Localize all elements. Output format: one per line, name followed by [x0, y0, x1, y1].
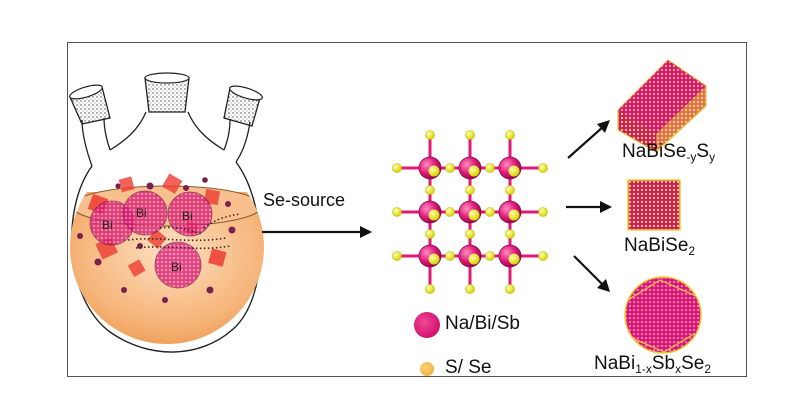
- reaction-arrow: [262, 226, 372, 238]
- bi-label-4: Bi: [171, 260, 182, 274]
- flask-neck-left: [69, 84, 111, 167]
- chalcogen-atom: [538, 251, 548, 261]
- nanocrystal-plate: [627, 179, 681, 231]
- chalcogen-atom: [392, 207, 402, 217]
- chalcogen-atom: [465, 284, 475, 294]
- chalcogen-atom: [425, 130, 435, 140]
- chalcogen-atom: [505, 284, 515, 294]
- bi-label-3: Bi: [182, 209, 193, 223]
- chalcogen-atom: [465, 185, 475, 195]
- chalcogen-atom: [505, 185, 515, 195]
- chalcogen-atom: [505, 130, 515, 140]
- chalcogen-atom: [392, 251, 402, 261]
- chalcogen-atom: [425, 284, 435, 294]
- chalcogen-atom: [505, 229, 515, 239]
- legend-label-chalcogen: S/ Se: [445, 357, 492, 378]
- chalcogen-atom: [445, 251, 455, 261]
- chalcogen-atom: [468, 253, 480, 265]
- precursor-atoms: [77, 177, 236, 303]
- legend-marker-chalcogen: [420, 362, 434, 376]
- chalcogen-atom: [538, 207, 548, 217]
- chalcogen-atom: [428, 253, 440, 265]
- bi-particles: Bi Bi Bi Bi: [89, 190, 213, 289]
- product-arrow-middle: [566, 201, 612, 213]
- chalcogen-atom: [485, 207, 495, 217]
- bi-label-1: Bi: [102, 218, 113, 232]
- chalcogen-atom: [508, 253, 520, 265]
- chalcogen-atom: [508, 165, 520, 177]
- chalcogen-atom: [538, 163, 548, 173]
- product-arrow-top: [567, 120, 610, 159]
- chalcogen-atom: [445, 207, 455, 217]
- crystal-lattice: [392, 130, 548, 294]
- chalcogen-atom: [485, 251, 495, 261]
- legend-marker-metal: [414, 312, 440, 338]
- chalcogen-atom: [392, 163, 402, 173]
- chalcogen-atom: [485, 163, 495, 173]
- solution-streaks: [127, 213, 241, 250]
- chalcogen-atom: [425, 229, 435, 239]
- nanocrystal-rod: [617, 59, 707, 153]
- chalcogen-atom: [425, 185, 435, 195]
- flask-neck-right: [223, 85, 263, 163]
- product-arrow-bottom: [573, 255, 610, 292]
- chalcogen-atom: [508, 209, 520, 221]
- chalcogen-atom: [468, 209, 480, 221]
- chalcogen-atom: [465, 130, 475, 140]
- product-label-top: NaBiSe-ySy: [622, 141, 716, 164]
- product-label-middle: NaBiSe2: [624, 235, 696, 258]
- se-source-label: Se-source: [263, 190, 345, 210]
- product-label-bottom: NaBi1-xSbxSe2: [594, 353, 712, 376]
- flask-neck-center: [109, 72, 225, 151]
- reaction-flask: Bi Bi Bi Bi: [69, 72, 264, 353]
- chalcogen-atom: [465, 229, 475, 239]
- bi-label-2: Bi: [136, 206, 147, 220]
- chalcogen-atom: [468, 165, 480, 177]
- nanocrystal-sphere: [624, 276, 702, 354]
- chalcogen-atom: [445, 163, 455, 173]
- legend-label-metal: Na/Bi/Sb: [445, 313, 520, 334]
- chalcogen-atom: [428, 209, 440, 221]
- chalcogen-atom: [428, 165, 440, 177]
